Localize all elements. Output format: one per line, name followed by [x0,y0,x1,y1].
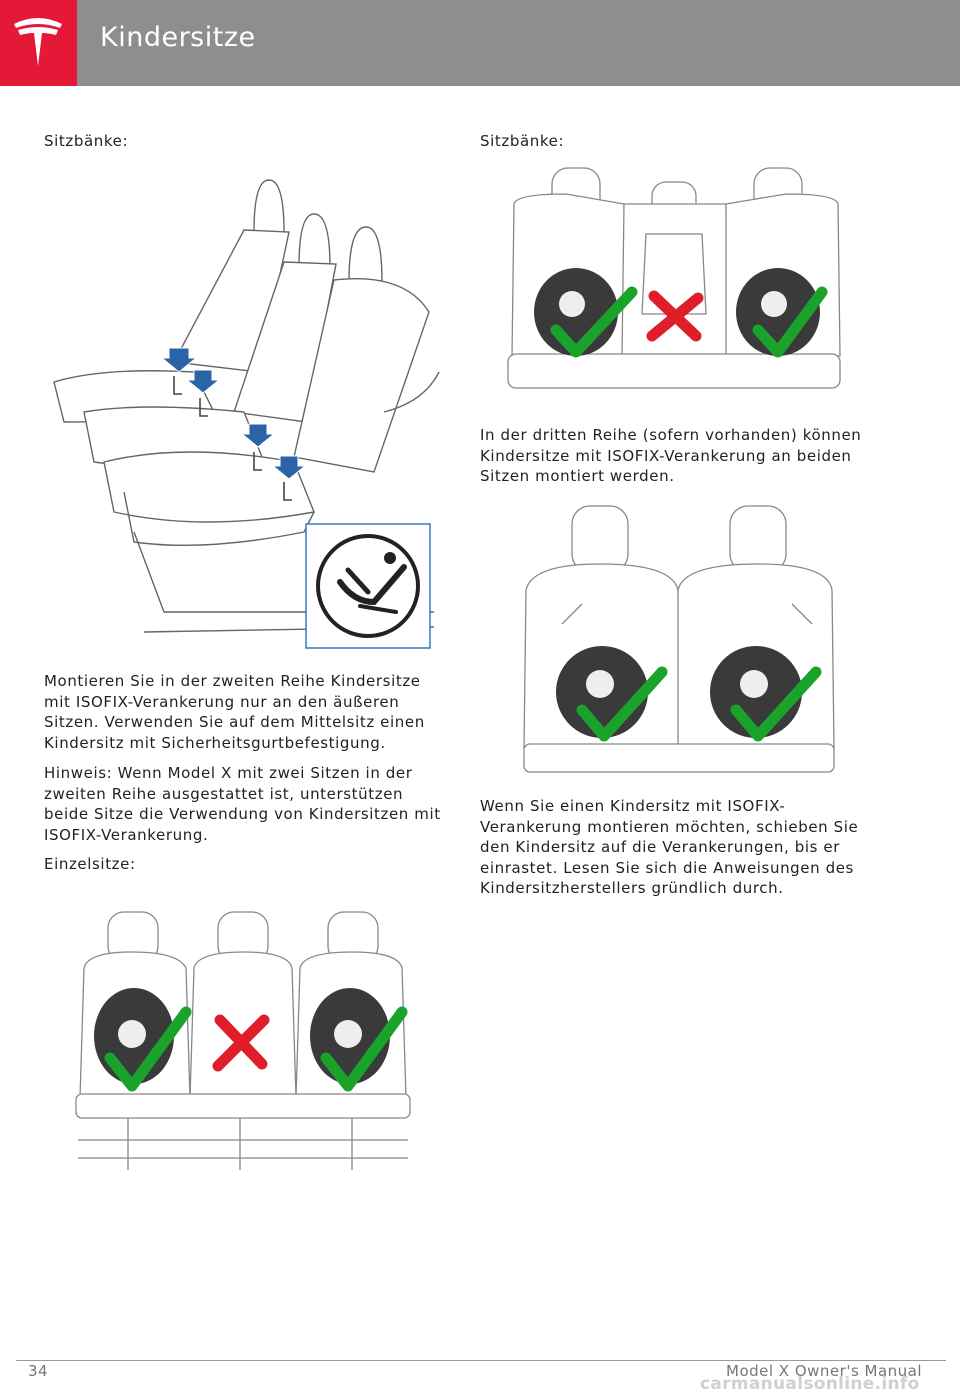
tesla-logo [0,0,77,86]
paragraph-install-instructions: Wenn Sie einen Kindersitz mit ISOFIX-Ver… [480,797,859,897]
cross-mark-center [646,290,704,342]
watermark: carmanualsonline.info [700,1374,920,1394]
check-mark-left [104,1006,192,1092]
manual-name: Model X Owner's Manual [726,1362,923,1380]
check-mark-left [550,286,638,358]
page-header: Kindersitze [0,0,960,86]
paragraph-note-two-seats: Hinweis: Wenn Model X mit zwei Sitzen in… [44,764,441,844]
check-mark-right [320,1006,408,1092]
figure-single-seats [75,911,411,1170]
figure-third-row-bench-three [507,167,841,389]
check-mark-right [752,286,828,358]
label-benches-right: Sitzbänke: [480,132,565,150]
check-mark-right [730,666,822,742]
paragraph-second-row-isofix: Montieren Sie in der zweiten Reihe Kinde… [44,672,425,752]
cross-mark-center [212,1014,270,1072]
figure-second-row-bench [53,179,440,649]
footer-divider [16,1360,946,1361]
page-title: Kindersitze [100,22,256,53]
page-number: 34 [28,1362,49,1380]
label-benches-left: Sitzbänke: [44,132,129,150]
anchor-arrows [160,347,307,480]
check-mark-left [576,666,668,742]
isofix-symbol-inset [305,523,431,649]
paragraph-third-row: In der dritten Reihe (sofern vorhanden) … [480,426,862,485]
figure-third-row-two-seats [523,505,835,773]
label-single-seats: Einzelsitze: [44,855,136,873]
